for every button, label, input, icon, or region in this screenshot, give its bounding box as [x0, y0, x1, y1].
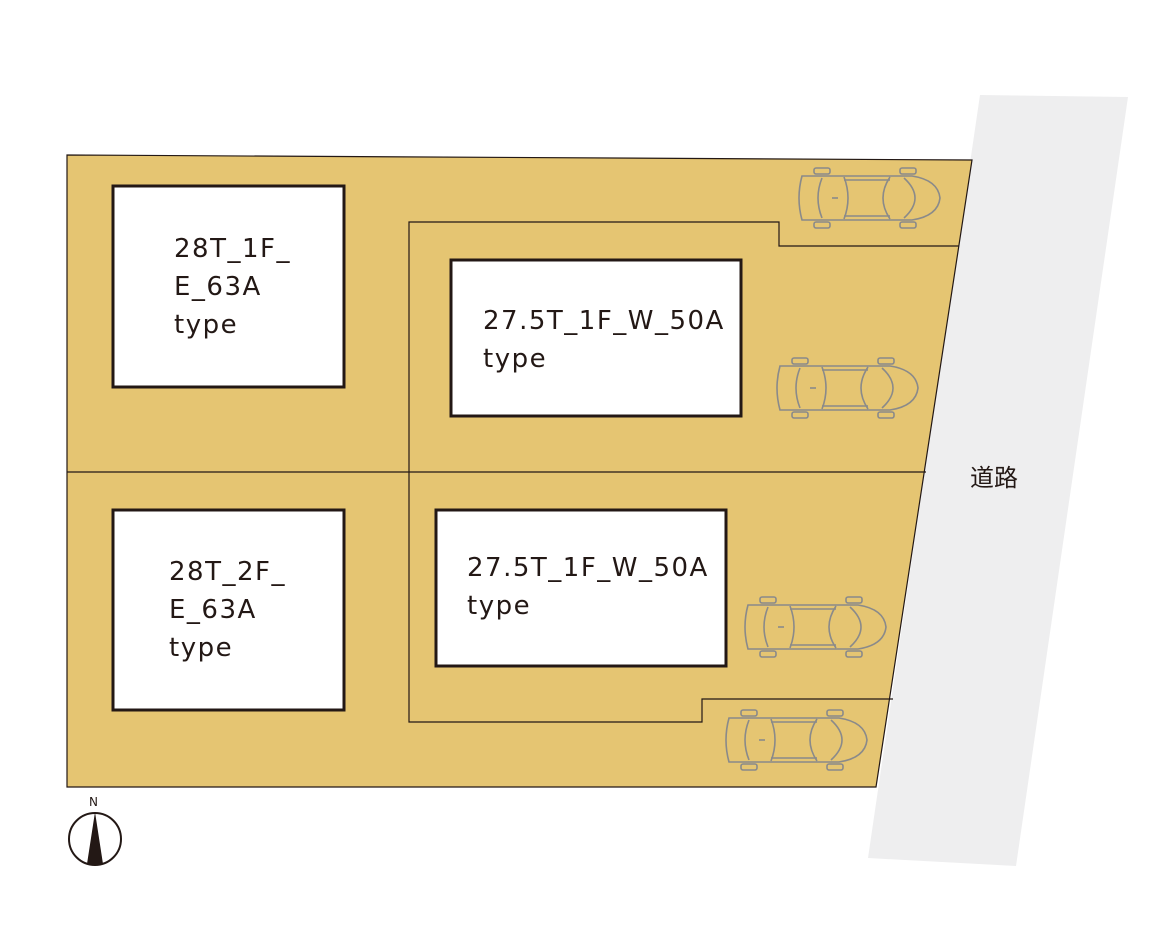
building-se	[434, 508, 728, 668]
building-sw-label-line-2: E_63A	[169, 595, 257, 625]
north-compass-icon: N	[68, 795, 122, 866]
building-ne-label: 27.5T_1F_W_50A type	[483, 306, 735, 374]
building-nw-label-line-3: type	[174, 310, 238, 340]
building-se-label-line-1: 27.5T_1F_W_50A	[467, 553, 709, 583]
building-sw-label-line-3: type	[169, 633, 233, 663]
building-se-label: 27.5T_1F_W_50A type	[467, 553, 719, 621]
building-se-label-line-2: type	[467, 591, 531, 621]
building-ne-label-line-2: type	[483, 344, 547, 374]
building-nw	[111, 184, 346, 389]
compass-label: N	[89, 795, 98, 809]
road-label: 道路	[970, 464, 1018, 492]
building-ne-label-line-1: 27.5T_1F_W_50A	[483, 306, 725, 336]
lot-division-lines	[67, 221, 959, 723]
building-nw-label-line-2: E_63A	[174, 272, 262, 302]
road	[868, 95, 1128, 866]
building-sw	[111, 508, 346, 712]
building-nw-label: 28T_1F_ E_63A type	[174, 234, 301, 340]
building-sw-label-line-1: 28T_2F_	[169, 557, 286, 587]
building-ne	[449, 258, 743, 418]
building-sw-label: 28T_2F_ E_63A type	[169, 557, 296, 663]
building-nw-label-line-1: 28T_1F_	[174, 234, 291, 264]
